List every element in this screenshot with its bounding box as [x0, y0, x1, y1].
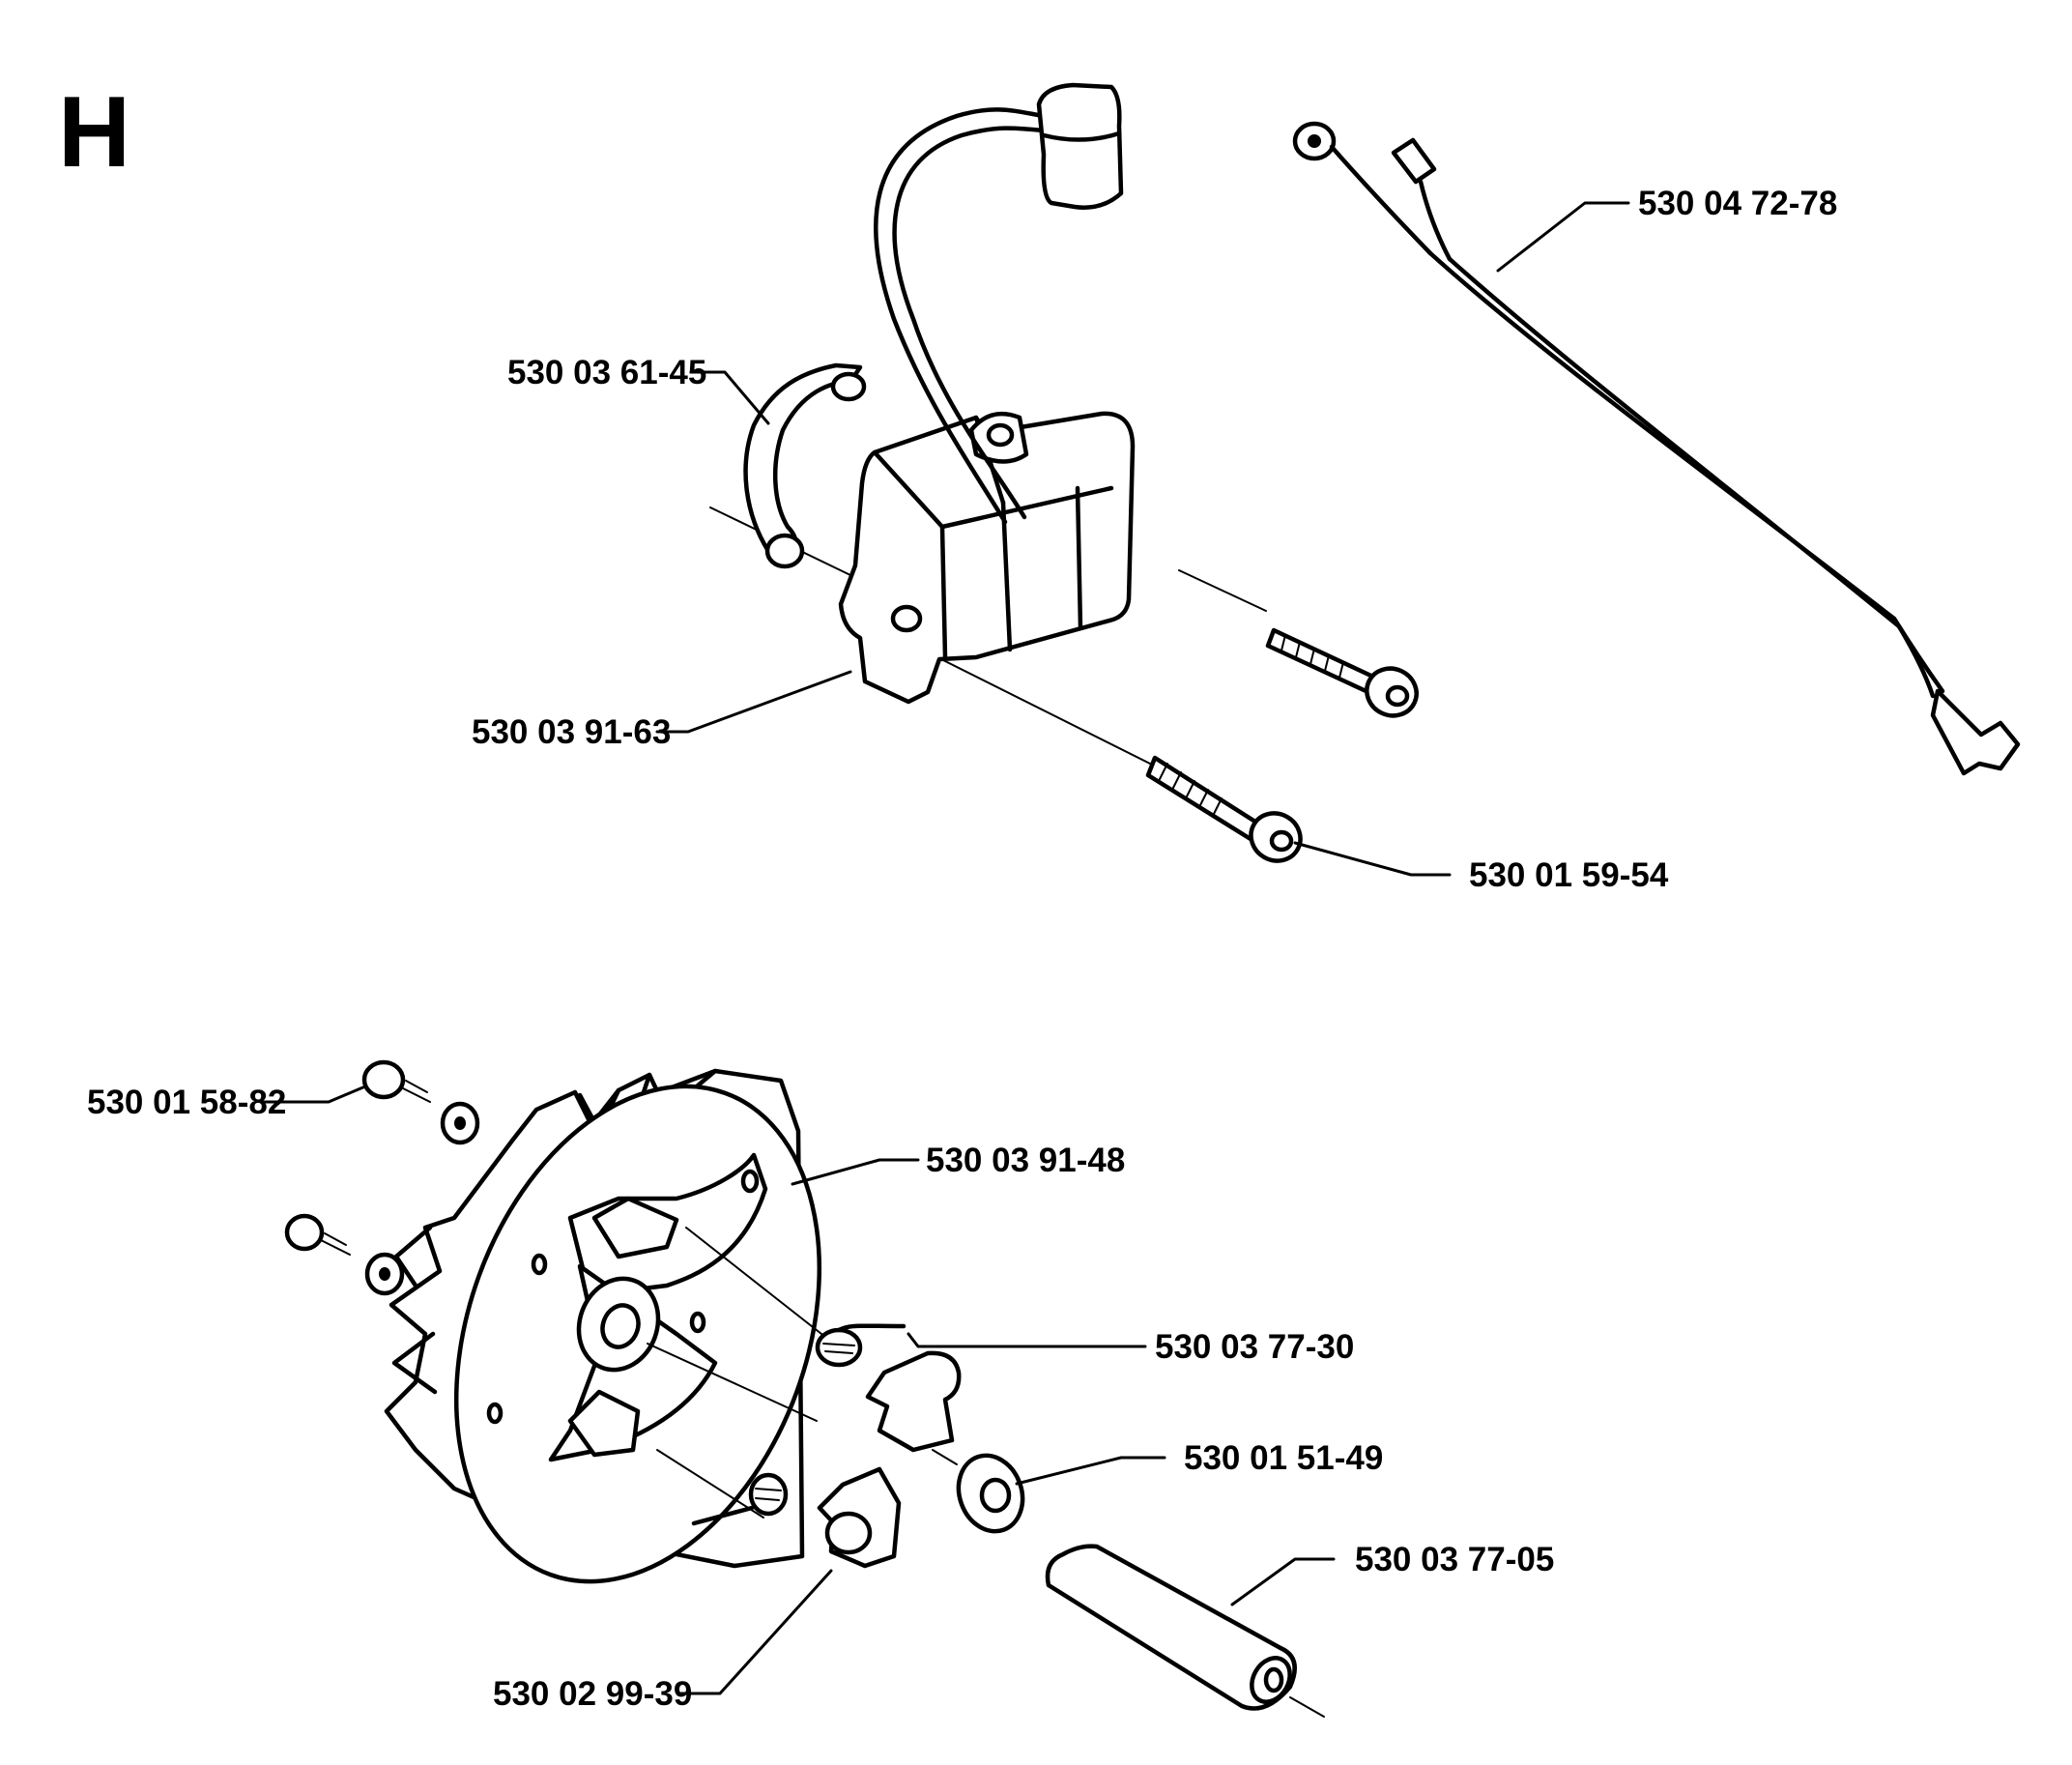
label-flywheel-screw: 530 01 58-82 [87, 1084, 286, 1121]
label-ignition-clip: 530 03 61-45 [507, 354, 706, 391]
label-ignition-module: 530 03 91-63 [472, 713, 671, 751]
leader-lines [259, 201, 1630, 1695]
label-sleeve: 530 03 77-05 [1355, 1541, 1554, 1578]
section-letter: H [58, 76, 130, 188]
label-wire-harness: 530 04 72-78 [1638, 185, 1837, 222]
label-pawl-spring: 530 03 77-30 [1155, 1328, 1354, 1366]
module-screws-drawing [1145, 627, 1419, 863]
flywheel-drawing [384, 1068, 822, 1584]
label-pawl: 530 02 99-39 [493, 1675, 692, 1713]
flywheel-screws-drawing [284, 1059, 480, 1296]
wire-harness-drawing [1292, 121, 2021, 776]
ignition-clip-drawing [743, 362, 867, 569]
ignition-module-drawing [709, 82, 1267, 765]
label-module-screw: 530 01 59-54 [1469, 856, 1669, 894]
label-flywheel: 530 03 91-48 [926, 1142, 1125, 1179]
washer-sleeve-drawing [932, 1449, 1325, 1718]
label-washer: 530 01 51-49 [1184, 1439, 1383, 1477]
pawls-drawing [691, 1323, 962, 1569]
